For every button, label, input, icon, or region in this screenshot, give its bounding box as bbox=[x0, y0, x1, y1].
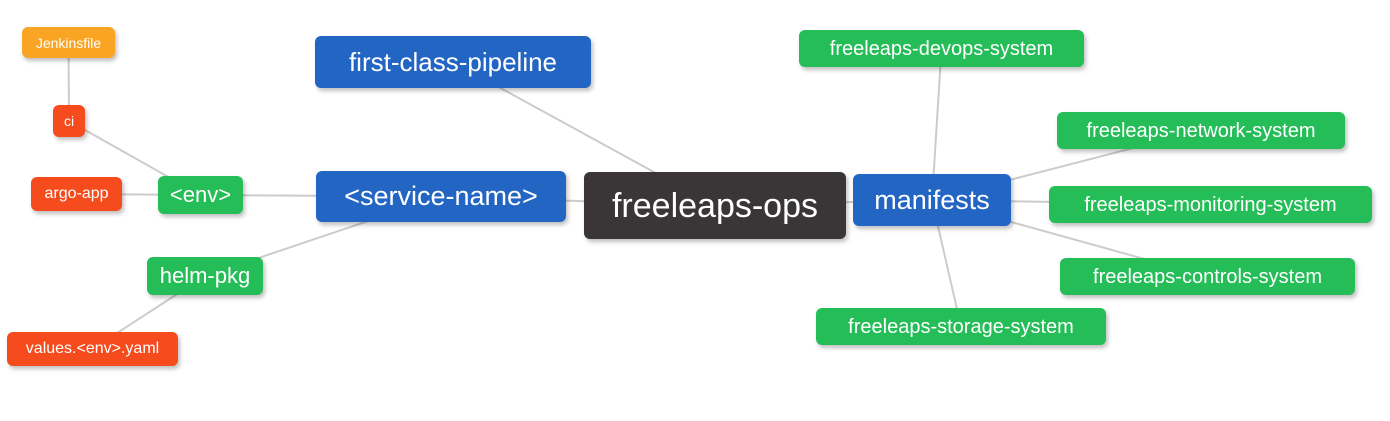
node-service-name[interactable]: <service-name> bbox=[316, 171, 566, 222]
node-freeleaps-ops[interactable]: freeleaps-ops bbox=[584, 172, 846, 239]
node-freeleaps-network-system[interactable]: freeleaps-network-system bbox=[1057, 112, 1345, 149]
node-manifests[interactable]: manifests bbox=[853, 174, 1011, 226]
node-freeleaps-storage-system[interactable]: freeleaps-storage-system bbox=[816, 308, 1106, 345]
node-env[interactable]: <env> bbox=[158, 176, 243, 214]
node-values-env-yaml[interactable]: values.<env>.yaml bbox=[7, 332, 178, 366]
node-jenkinsfile[interactable]: Jenkinsfile bbox=[22, 27, 115, 58]
node-freeleaps-controls-system[interactable]: freeleaps-controls-system bbox=[1060, 258, 1355, 295]
node-helm-pkg[interactable]: helm-pkg bbox=[147, 257, 263, 295]
node-freeleaps-devops-system[interactable]: freeleaps-devops-system bbox=[799, 30, 1084, 67]
node-freeleaps-monitoring-system[interactable]: freeleaps-monitoring-system bbox=[1049, 186, 1372, 223]
node-first-class-pipeline[interactable]: first-class-pipeline bbox=[315, 36, 591, 88]
node-ci[interactable]: ci bbox=[53, 105, 85, 137]
node-argo-app[interactable]: argo-app bbox=[31, 177, 122, 211]
